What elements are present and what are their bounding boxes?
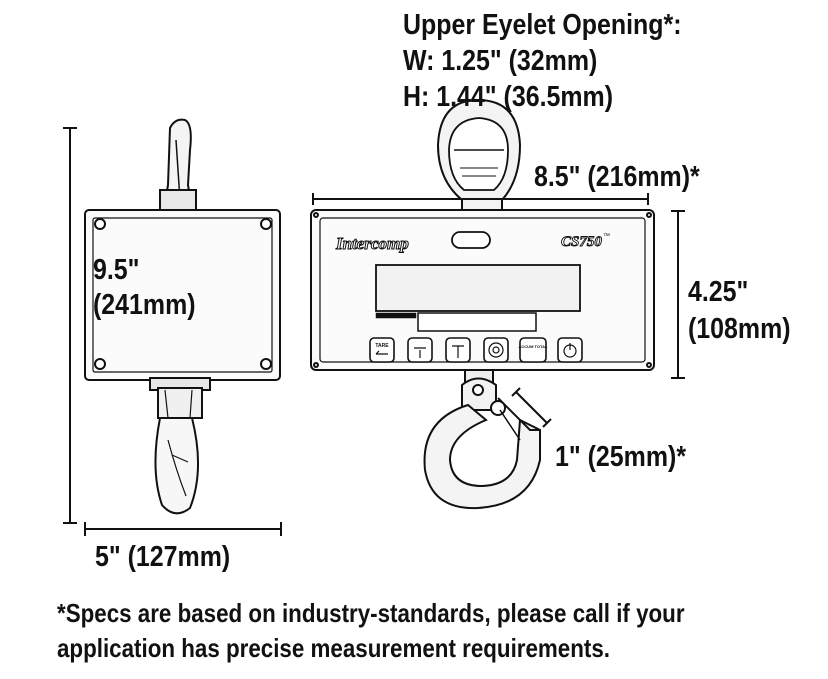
footnote-line-2: application has precise measurement requ… bbox=[57, 633, 611, 663]
front-height-mm-label: (108mm) bbox=[688, 313, 791, 345]
key-4-shape bbox=[483, 337, 509, 363]
key-5-shape bbox=[519, 337, 547, 363]
front-height-in-label: 4.25" bbox=[688, 276, 749, 308]
key-label-tare: TARE bbox=[375, 343, 389, 349]
model-logo: CS750 bbox=[561, 234, 602, 250]
footnote-line-1: *Specs are based on industry-standards, … bbox=[57, 598, 685, 628]
key-label-accum: ACCUM TOTAL bbox=[519, 344, 549, 349]
model-mark: ™ bbox=[603, 233, 610, 240]
brand-logo: Intercomp bbox=[335, 234, 409, 253]
front-width-label: 8.5" (216mm)* bbox=[534, 161, 700, 193]
front-hook bbox=[423, 403, 541, 510]
hook-opening-label: 1" (25mm)* bbox=[555, 441, 687, 473]
side-height-mm-label: (241mm) bbox=[93, 289, 196, 321]
side-view bbox=[63, 118, 282, 536]
front-view bbox=[310, 98, 685, 510]
side-width-label: 5" (127mm) bbox=[95, 541, 231, 573]
display-window bbox=[375, 264, 581, 312]
side-hook bbox=[154, 417, 199, 515]
key-1-shape bbox=[369, 337, 395, 363]
eyelet-width: W: 1.25" (32mm) bbox=[403, 45, 598, 77]
eyelet-title: Upper Eyelet Opening*: bbox=[403, 9, 682, 41]
eyelet-height: H: 1.44" (36.5mm) bbox=[403, 81, 614, 113]
side-height-in-label: 9.5" bbox=[93, 254, 140, 286]
